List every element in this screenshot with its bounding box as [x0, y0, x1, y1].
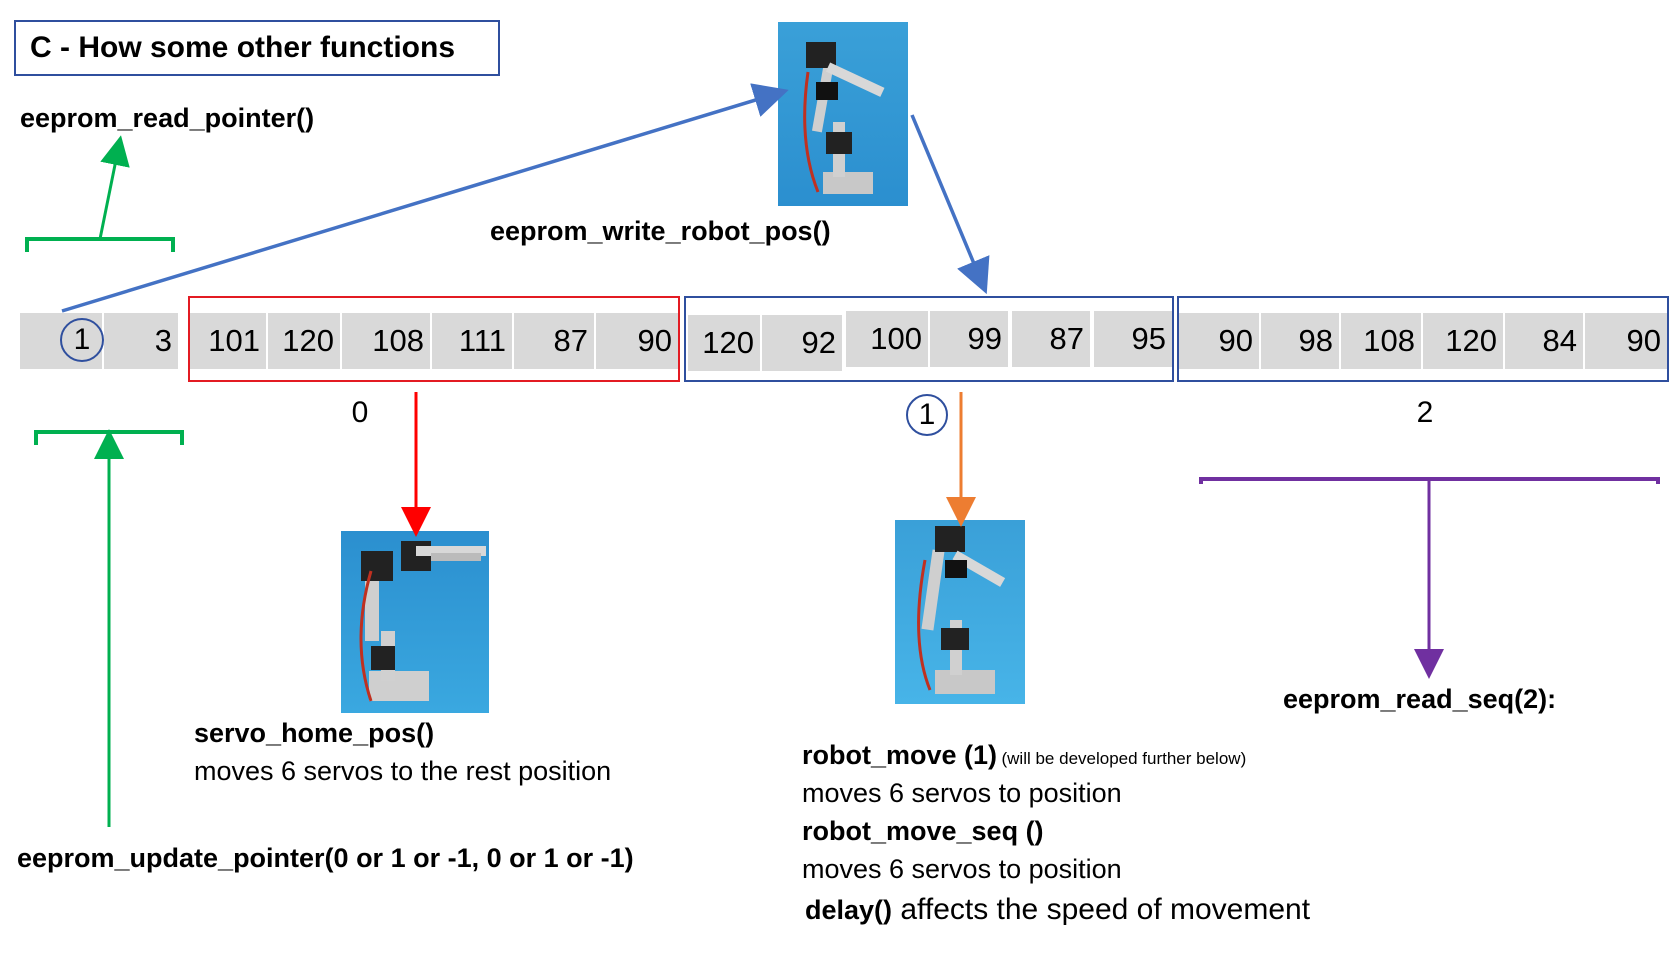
- segment-1-cell: 120: [688, 315, 760, 371]
- robot-move-description: moves 6 servos to position: [802, 778, 1122, 808]
- read-seq-bracket: [1199, 477, 1660, 679]
- segment-1-cell: 100: [846, 311, 928, 367]
- read-pointer-bracket: [25, 135, 175, 252]
- segment-0-cell: 111: [432, 313, 512, 369]
- robot-move-seq-label: robot_move_seq (): [802, 816, 1044, 846]
- delay-line: delay() affects the speed of movement: [805, 893, 1310, 927]
- eeprom-read-seq-label: eeprom_read_seq(2):: [1283, 684, 1557, 714]
- robot-arm-photo-move: [895, 520, 1025, 704]
- segment-2-cell: 90: [1179, 313, 1259, 369]
- segment-0-cell: 90: [596, 313, 678, 369]
- robot-move-seq-description: moves 6 servos to position: [802, 854, 1122, 884]
- robot-move-label: robot_move (1): [802, 740, 998, 770]
- servo-home-pos-description: moves 6 servos to the rest position: [194, 756, 612, 786]
- robot-move-line: robot_move (1) (will be developed furthe…: [802, 740, 1246, 771]
- delay-description: affects the speed of movement: [900, 893, 1311, 926]
- pointer-circle: 1: [60, 318, 104, 362]
- segment-1-cell: 87: [1012, 311, 1090, 367]
- segment-2-cell: 98: [1261, 313, 1339, 369]
- segment-0-box: [188, 296, 680, 382]
- segment-1-cell: 95: [1094, 311, 1172, 367]
- segment-2-box: [1177, 296, 1669, 382]
- pointer-value-0: 1: [73, 323, 91, 356]
- page-title: C - How some other functions: [14, 20, 500, 76]
- robot-move-note: (will be developed further below): [1001, 749, 1247, 768]
- robot-arm-photo-home: [341, 531, 489, 713]
- servo-home-pos-label: servo_home_pos(): [194, 718, 435, 748]
- write-pos-arrow-down: [910, 114, 990, 295]
- segment-0-cell: 87: [514, 313, 594, 369]
- eeprom-write-robot-pos-label: eeprom_write_robot_pos(): [490, 216, 831, 246]
- segment-1-box: [684, 296, 1174, 382]
- segment-1-cell: 99: [930, 311, 1008, 367]
- segment-0-cell: 120: [268, 313, 340, 369]
- segment-2-cell: 84: [1505, 313, 1583, 369]
- segment-2-label: 2: [1416, 396, 1434, 429]
- update-pointer-bracket: [34, 429, 184, 827]
- segment-0-label: 0: [351, 396, 369, 429]
- segment-1-label-circle: 1: [906, 394, 948, 436]
- eeprom-update-pointer-label: eeprom_update_pointer(0 or 1 or -1, 0 or…: [17, 843, 634, 873]
- segment-2-cell: 120: [1423, 313, 1503, 369]
- segment-1-cell: 92: [762, 315, 842, 371]
- segment-2-cell: 108: [1341, 313, 1421, 369]
- segment-0-cell: 101: [190, 313, 266, 369]
- segment-2-cell: 90: [1585, 313, 1667, 369]
- delay-label: delay(): [805, 895, 893, 925]
- robot-arm-photo-top: [778, 22, 908, 206]
- eeprom-read-pointer-label: eeprom_read_pointer(): [20, 103, 315, 133]
- write-pos-arrow-up: [61, 83, 789, 313]
- memory-cell-pointer-0: 1: [20, 313, 104, 369]
- segment-0-cell: 108: [342, 313, 430, 369]
- segment-1-label: 1: [918, 398, 936, 431]
- memory-cell-pointer-1: 3: [104, 313, 178, 369]
